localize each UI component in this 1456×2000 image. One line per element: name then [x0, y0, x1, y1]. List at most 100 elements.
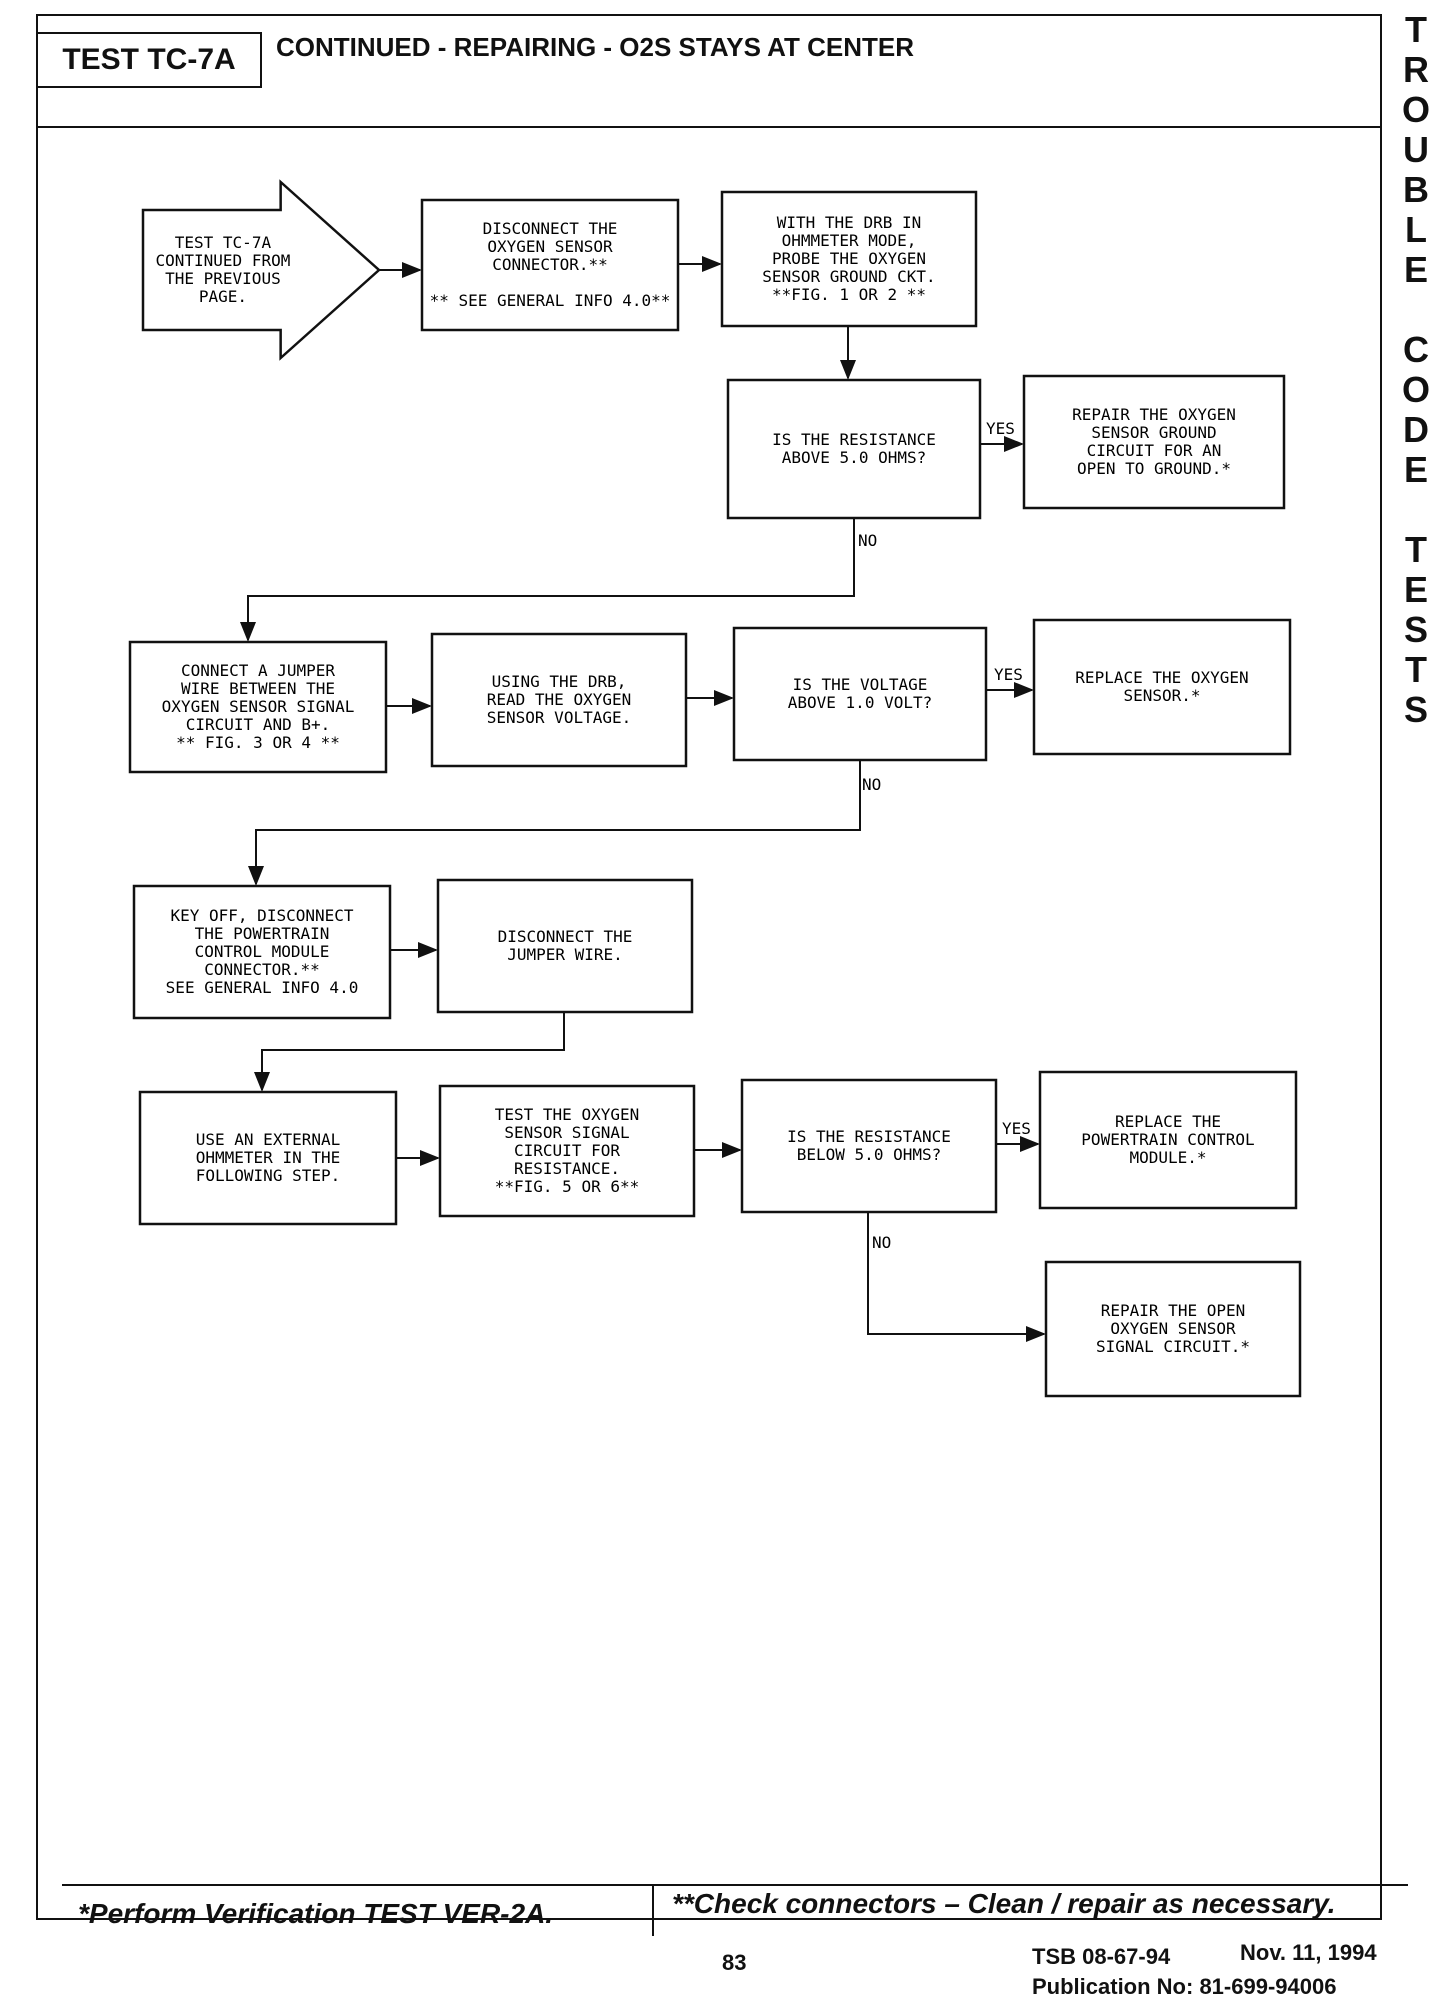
flow-connector: [248, 760, 861, 886]
flow-step-text: OHMMETER MODE,: [782, 231, 917, 250]
flow-step-text: OXYGEN SENSOR: [1110, 1319, 1236, 1338]
flow-step-text: USE AN EXTERNAL: [196, 1130, 341, 1149]
flow-step-text: OXYGEN SENSOR: [487, 237, 613, 256]
flow-box-outline: [141, 179, 381, 361]
flow-step-text: THE POWERTRAIN: [195, 924, 330, 943]
flow-step-text: ABOVE 5.0 OHMS?: [782, 448, 927, 467]
flow-step-text: USING THE DRB,: [492, 672, 627, 691]
flow-box-outline: [132, 884, 392, 1020]
flow-connector: [867, 1212, 1046, 1342]
flow-edge-label-no: NO: [858, 531, 877, 550]
flow-step-text: MODULE.*: [1129, 1148, 1206, 1167]
flow-box-outline: [726, 378, 982, 520]
test-id: TEST TC-7A: [36, 32, 262, 88]
flow-edge-label-yes: YES: [1002, 1119, 1031, 1138]
footer-verification-note: *Perform Verification TEST VER-2A.: [78, 1898, 554, 1929]
flow-step-text: JUMPER WIRE.: [507, 945, 623, 964]
side-tab-letter: L: [1405, 209, 1427, 250]
header-divider: [36, 126, 1382, 128]
side-tab-letter: C: [1403, 329, 1429, 370]
flow-step-text: SEE GENERAL INFO 4.0: [166, 978, 359, 997]
side-tab-letter: R: [1403, 49, 1429, 90]
flow-box-outline: [436, 878, 694, 1014]
side-tab-letter: D: [1403, 409, 1429, 450]
flow-step-text: IS THE RESISTANCE: [772, 430, 936, 449]
footer-divider: [62, 1884, 1408, 1886]
page-frame: [36, 14, 1382, 1920]
flow-box-outline: [128, 640, 388, 774]
flow-step-text: REPAIR THE OPEN: [1101, 1301, 1246, 1320]
flow-step-text: **FIG. 5 OR 6**: [495, 1177, 640, 1196]
flow-step-text: REPLACE THE: [1115, 1112, 1221, 1131]
flow-step-text: DISCONNECT THE: [483, 219, 618, 238]
flow-step-text: REPLACE THE OXYGEN: [1075, 668, 1248, 687]
flow-step-text: ** FIG. 3 OR 4 **: [176, 733, 340, 752]
flow-box-outline: [1038, 1070, 1298, 1210]
flow-box-outline: [732, 626, 988, 762]
flow-step-text: CONNECTOR.**: [492, 255, 608, 274]
publication-number: Publication No: 81-699-94006: [1032, 1974, 1337, 1999]
flow-step-text: SENSOR VOLTAGE.: [487, 708, 632, 727]
publication-date: Nov. 11, 1994: [1240, 1940, 1377, 1965]
flow-step-text: KEY OFF, DISCONNECT: [170, 906, 353, 925]
flow-edge-label-no: NO: [872, 1233, 891, 1252]
flow-step-text: CONNECT A JUMPER: [181, 661, 335, 680]
flow-step-text: CIRCUIT FOR AN: [1087, 441, 1222, 460]
flow-box-outline: [1044, 1260, 1302, 1398]
side-tab-letter: S: [1403, 689, 1428, 730]
flow-step-text: WITH THE DRB IN: [777, 213, 922, 232]
flow-step-text: SENSOR GROUND: [1091, 423, 1216, 442]
flow-step-text: PROBE THE OXYGEN: [772, 249, 926, 268]
footer-connectors-note: **Check connectors – Clean / repair as n…: [672, 1888, 1336, 1919]
flow-step-text: OPEN TO GROUND.*: [1077, 459, 1231, 478]
flow-box-outline: [420, 198, 680, 332]
side-tab-letter: E: [1403, 569, 1428, 610]
flow-step-text: TEST THE OXYGEN: [495, 1105, 640, 1124]
side-tab-letter: U: [1403, 129, 1429, 170]
flow-step-text: ABOVE 1.0 VOLT?: [788, 693, 933, 712]
side-tab-letter: S: [1403, 609, 1428, 650]
flow-step-text: THE PREVIOUS: [165, 269, 281, 288]
flow-box-outline: [720, 190, 978, 328]
flow-step-text: REPAIR THE OXYGEN: [1072, 405, 1236, 424]
flow-box-outline: [1022, 374, 1286, 510]
flow-step-text: CIRCUIT AND B+.: [186, 715, 331, 734]
side-tab-letter: E: [1403, 449, 1428, 490]
flow-box-outline: [438, 1084, 696, 1218]
flow-edge-label-yes: YES: [986, 419, 1015, 438]
flow-step-text: **FIG. 1 OR 2 **: [772, 285, 926, 304]
flow-step-text: IS THE VOLTAGE: [793, 675, 928, 694]
flow-step-text: DISCONNECT THE: [498, 927, 633, 946]
page-number: 83: [722, 1950, 747, 1975]
flow-step-text: OXYGEN SENSOR SIGNAL: [162, 697, 355, 716]
flow-step-text: PAGE.: [199, 287, 247, 306]
flow-edge-label-yes: YES: [994, 665, 1023, 684]
flow-connector: [254, 1012, 565, 1092]
flow-step-text: READ THE OXYGEN: [487, 690, 632, 709]
flow-step-text: WIRE BETWEEN THE: [181, 679, 335, 698]
flow-step-text: CIRCUIT FOR: [514, 1141, 620, 1160]
flow-edge-label-no: NO: [862, 775, 881, 794]
flow-connector: [240, 518, 855, 642]
flow-step-text: SENSOR SIGNAL: [504, 1123, 629, 1142]
flow-step-text: TEST TC-7A: [175, 233, 272, 252]
flow-step-text: SENSOR.*: [1123, 686, 1200, 705]
flow-step-text: OHMMETER IN THE: [196, 1148, 341, 1167]
flow-step-text: BELOW 5.0 OHMS?: [797, 1145, 942, 1164]
flow-step-text: CONTINUED FROM: [155, 251, 290, 270]
flow-step-text: SIGNAL CIRCUIT.*: [1096, 1337, 1250, 1356]
side-tab-letter: B: [1403, 169, 1429, 210]
